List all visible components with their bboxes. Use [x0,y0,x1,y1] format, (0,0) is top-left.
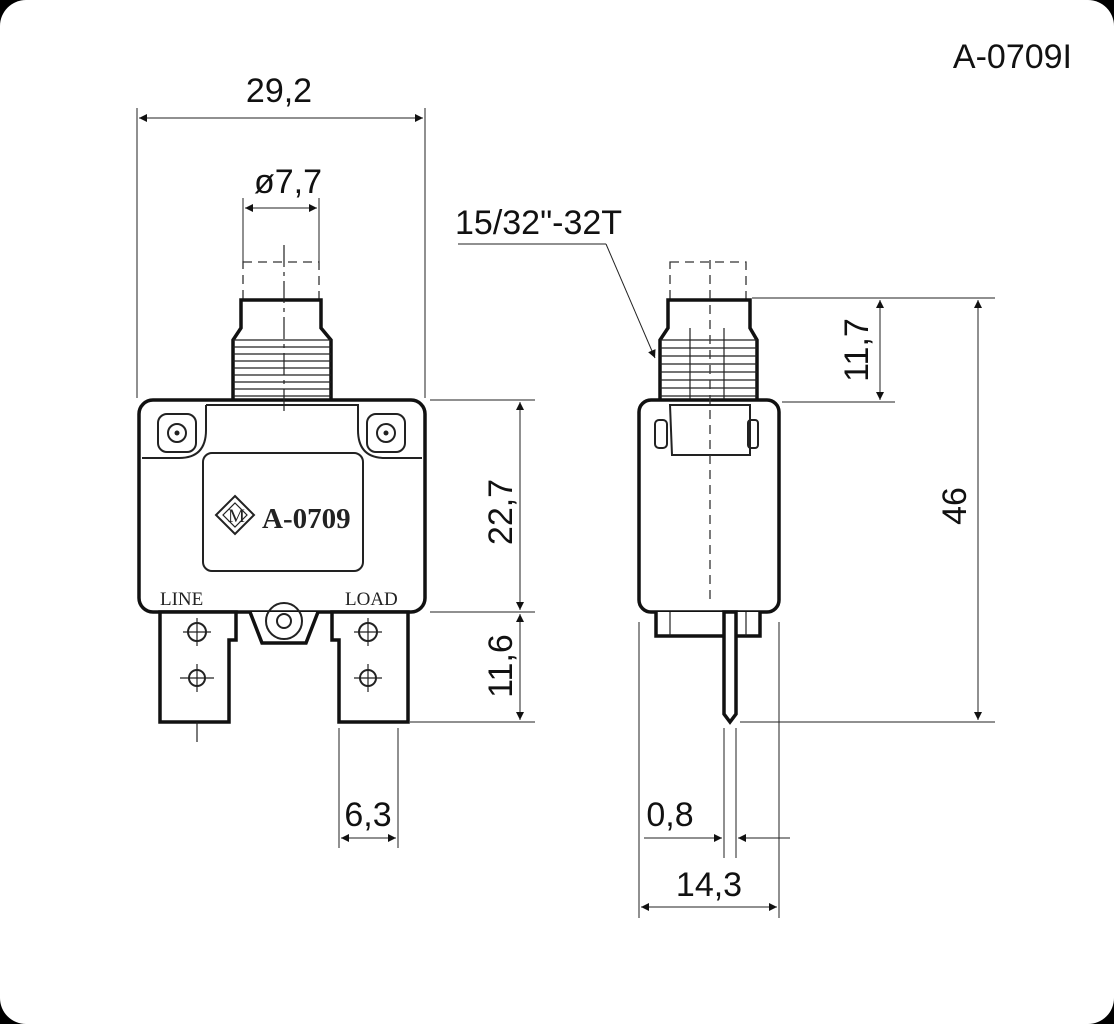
part-code: A-0709I [953,38,1072,76]
line-label: LINE [160,589,203,610]
side-view [637,260,781,725]
dim-diameter-text: ø7,7 [254,163,322,201]
dim-terminal-length: 11,6 [410,614,535,723]
dim-bushing-height-text: 11,7 [838,318,876,382]
dim-width-text: 29,2 [246,72,312,110]
front-view: M A-0709 LINE LOAD [137,245,427,742]
dim-body-height: 22,7 [430,399,535,613]
side-thread-lines [660,328,757,402]
dim-terminal-length-text: 11,6 [482,634,520,698]
side-button-extended-outline [669,261,747,303]
thread-lines [233,339,331,397]
button-bushing [231,298,333,404]
dim-total-height-text: 46 [936,487,974,525]
label-plate [202,452,364,572]
line-terminal [158,610,238,724]
button-extended-outline [242,261,320,303]
thread-spec-text: 15/32"-32T [455,204,622,242]
dim-terminal-width: 6,3 [338,728,399,848]
side-terminal-blade [722,610,738,725]
dim-body-height-text: 22,7 [482,479,520,545]
dim-width: 29,2 [136,72,426,398]
load-terminal [330,610,410,724]
dim-terminal-thickness: 0,8 [644,728,790,858]
brand-text: A-0709 [262,503,351,535]
brand-logo-icon: M [214,494,256,536]
side-button-bushing [658,298,759,404]
dim-diameter: ø7,7 [242,163,322,262]
mounting-hole-left [157,413,197,453]
dim-terminal-width-text: 6,3 [344,796,391,834]
dim-terminal-thickness-text: 0,8 [646,796,693,834]
load-label: LOAD [345,589,398,610]
dim-bushing-height: 11,7 [752,297,995,403]
dim-total-height: 46 [740,300,995,723]
thread-callout: 15/32"-32T [455,204,656,359]
mounting-hole-right [366,413,406,453]
svg-text:M: M [228,506,245,527]
dim-depth: 14,3 [638,622,780,918]
dim-depth-text: 14,3 [676,866,742,904]
side-terminal-base [654,612,762,638]
